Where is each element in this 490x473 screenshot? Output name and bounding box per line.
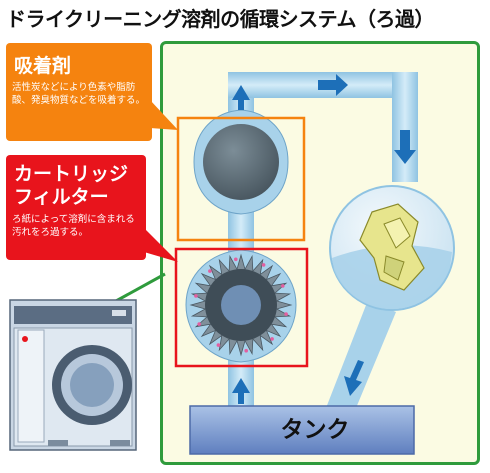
flow-arrows [232, 74, 416, 404]
filter-heading: カートリッジ フィルター [14, 163, 129, 208]
arrow-up-bottom-icon [232, 378, 250, 404]
arrow-down-icon [394, 130, 416, 164]
tank [189, 405, 415, 455]
adsorbent-unit [193, 109, 289, 215]
adsorbent-callout: 吸着剤 活性炭などにより色素や脂肪酸、発臭物質などを吸着する。 [6, 43, 152, 141]
arrow-up-top-icon [232, 85, 250, 110]
filter-pointer [144, 228, 178, 262]
washing-drum [329, 185, 455, 311]
adsorbent-heading: 吸着剤 [14, 55, 72, 77]
page-title: ドライクリーニング溶剤の循環システム（ろ過） [6, 7, 435, 31]
dry-cleaning-machine [9, 272, 166, 451]
adsorbent-description: 活性炭などにより色素や脂肪酸、発臭物質などを吸着する。 [12, 82, 146, 106]
adsorbent-highlight [176, 116, 306, 242]
filter-description: ろ紙によって溶剤に含まれる汚れをろ過する。 [12, 214, 135, 238]
tank-label: タンク [280, 417, 350, 443]
arrow-right-icon [318, 74, 348, 96]
arrow-diagonal-icon [344, 360, 364, 396]
filter-unit [185, 249, 297, 363]
filter-highlight [174, 247, 309, 368]
adsorbent-pointer [150, 100, 178, 130]
filter-callout: カートリッジ フィルター ろ紙によって溶剤に含まれる汚れをろ過する。 [6, 155, 146, 260]
clothes-icon [359, 203, 425, 291]
